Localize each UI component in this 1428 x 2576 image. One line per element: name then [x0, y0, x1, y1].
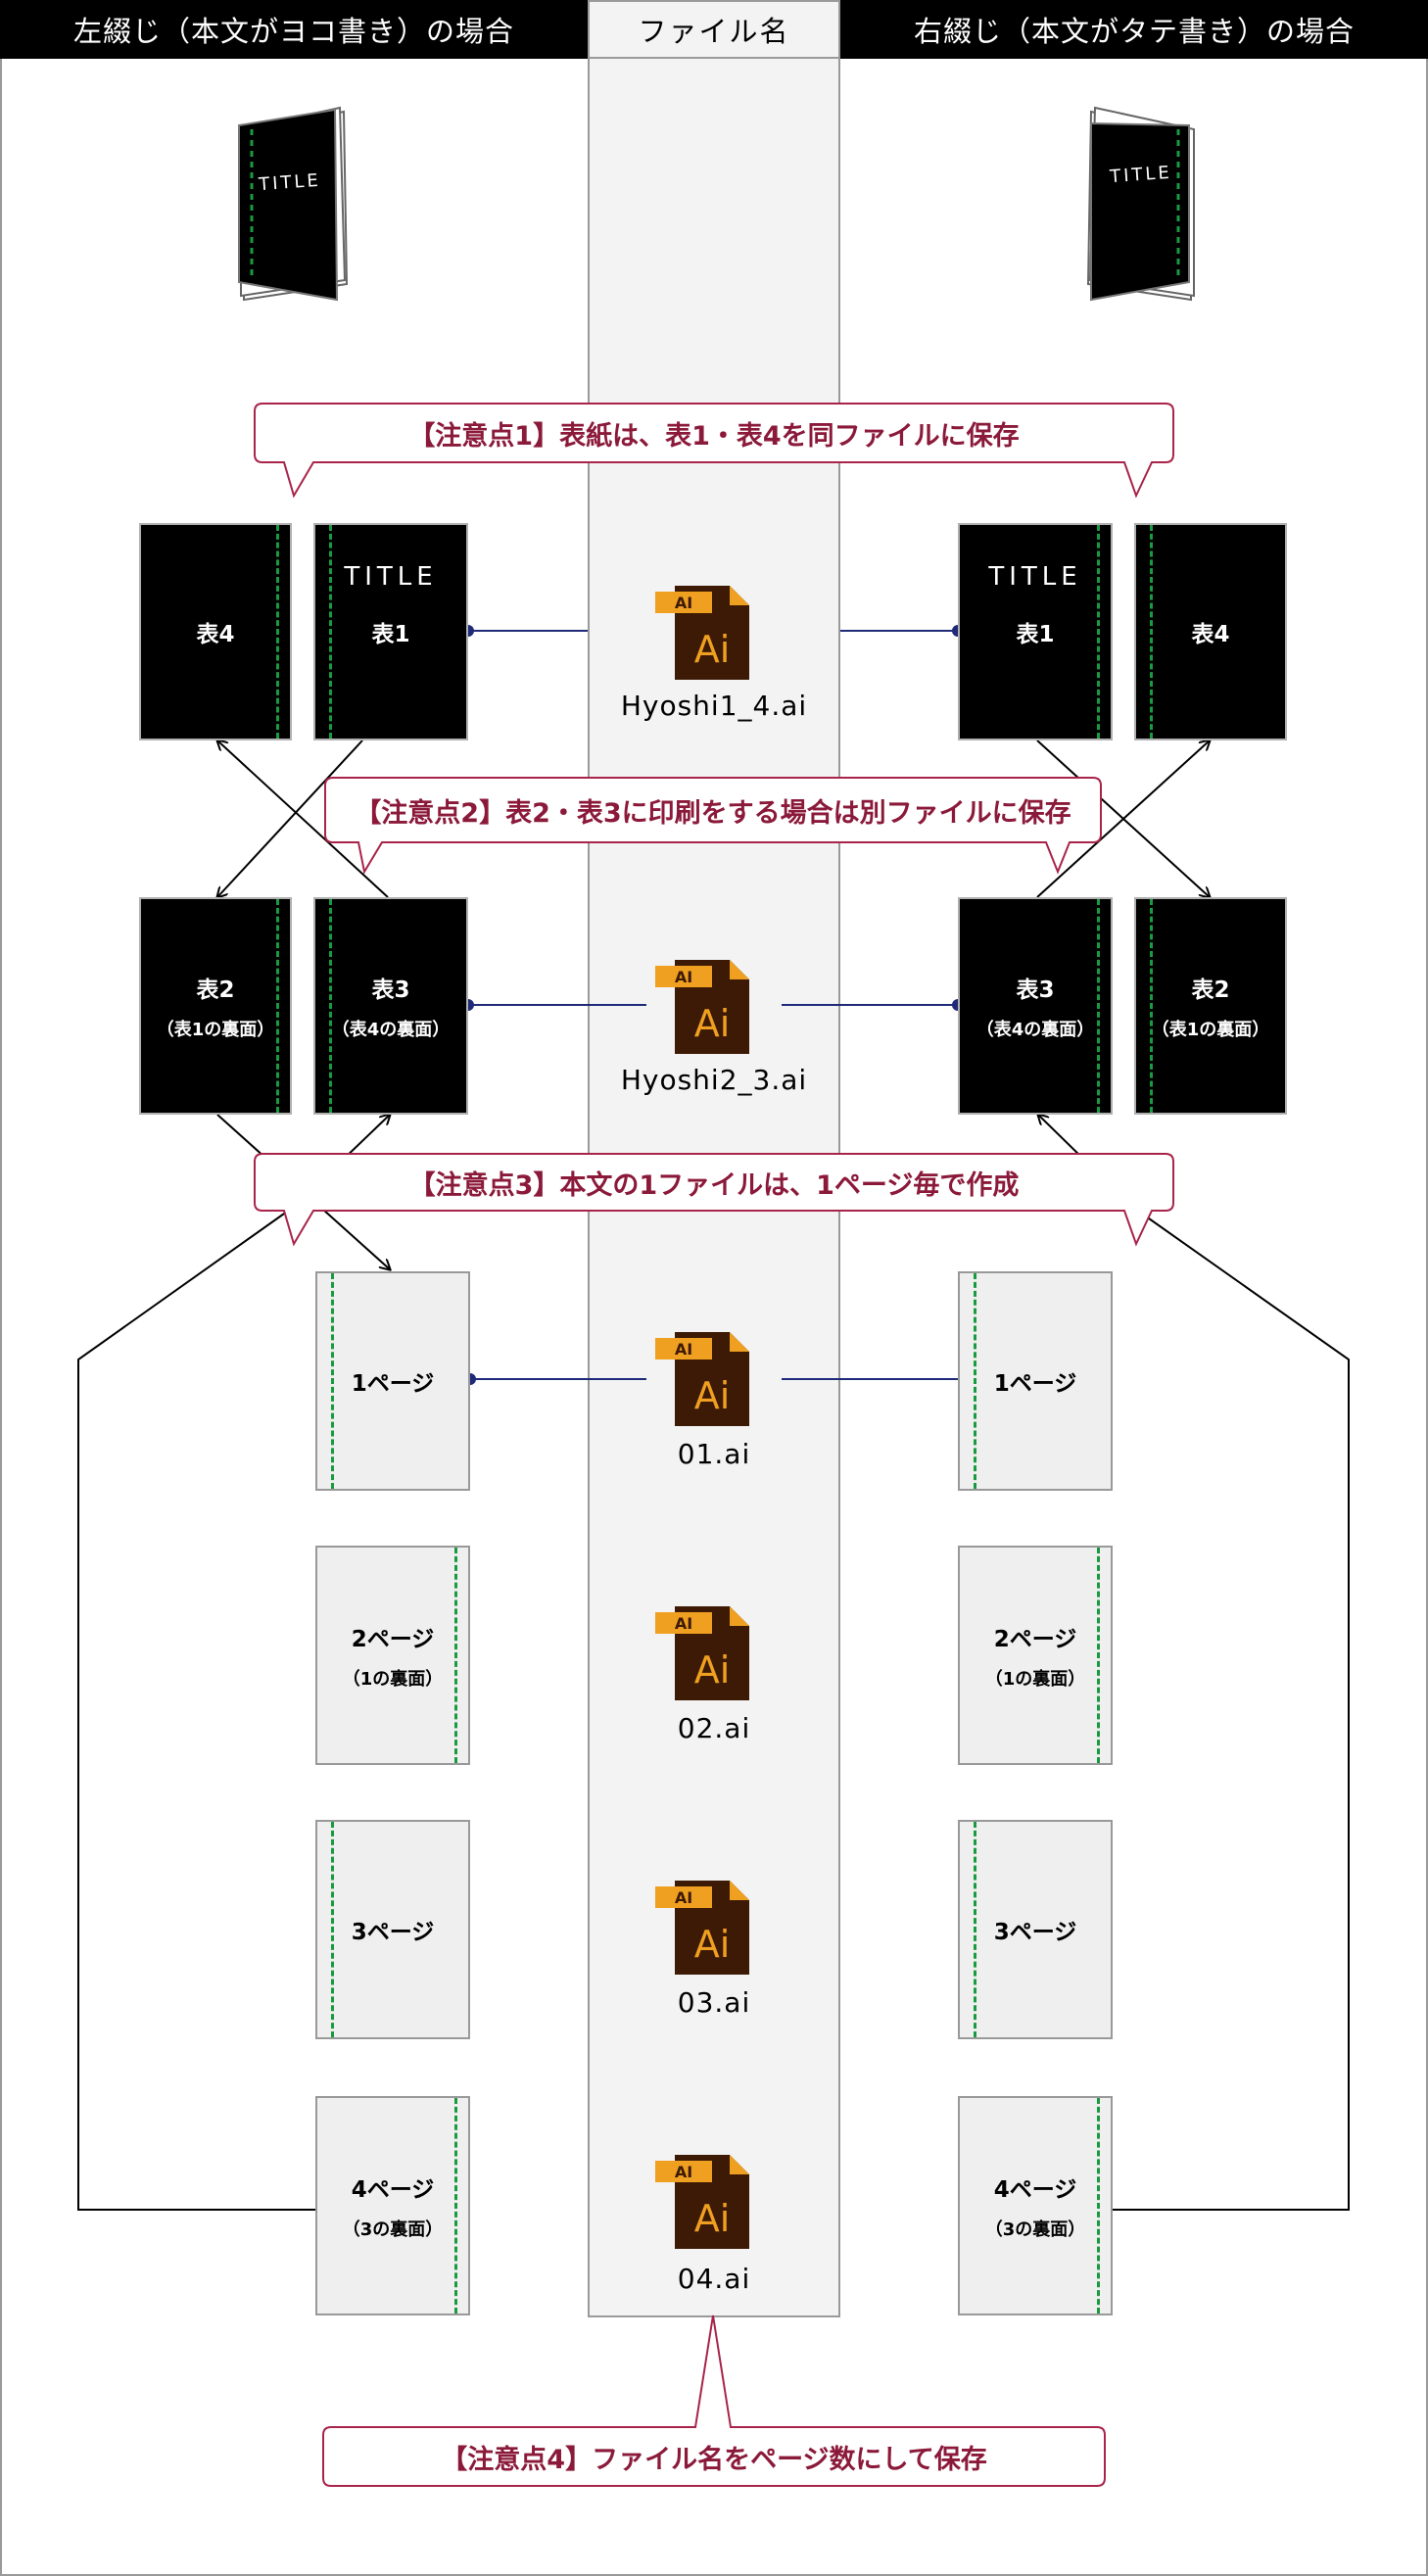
icon-letters: Ai: [694, 628, 731, 671]
note3-text: 【注意点3】本文の1ファイルは、1ページ毎で作成: [408, 1169, 1020, 1201]
cover-label: 表3: [1016, 978, 1055, 1003]
filename-header: ファイル名: [588, 0, 840, 59]
right-cover-h1: TITLE 表1: [958, 523, 1113, 740]
icon-badge: AI: [675, 594, 692, 612]
binding-line: [331, 1273, 334, 1489]
binding-line: [276, 899, 279, 1113]
page-label: 3ページ: [993, 1920, 1077, 1945]
binding-line: [1097, 899, 1100, 1113]
page-label: 1ページ: [351, 1371, 435, 1397]
note2-text: 【注意点2】表2・表3に印刷をする場合は別ファイルに保存: [355, 797, 1071, 829]
file-name-cover23: Hyoshi2_3.ai: [620, 1064, 808, 1096]
binding-line: [454, 1548, 457, 1763]
left-cover-h3: 表3 （表4の裏面）: [313, 897, 468, 1115]
note1-text: 【注意点1】表紙は、表1・表4を同ファイルに保存: [408, 420, 1020, 452]
cover-label: 表1: [371, 622, 410, 647]
file-name-cover14: Hyoshi1_4.ai: [620, 690, 808, 722]
right-page-4: 4ページ （3の裏面）: [958, 2096, 1113, 2315]
binding-line: [329, 899, 332, 1113]
icon-letters: Ai: [694, 1374, 731, 1417]
cover-label: 表2: [1191, 978, 1230, 1003]
cover-label: 表3: [371, 978, 410, 1003]
binding-line: [1097, 2098, 1100, 2314]
note4-text: 【注意点4】ファイル名をページ数にして保存: [441, 2444, 987, 2475]
binding-line: [974, 1273, 976, 1489]
binding-line: [331, 1822, 334, 2037]
icon-badge: AI: [675, 1888, 692, 1907]
page-label: 3ページ: [351, 1920, 435, 1945]
binding-line: [329, 525, 332, 739]
icon-badge: AI: [675, 2163, 692, 2181]
binding-line: [1150, 899, 1153, 1113]
cover-sublabel: （表1の裏面）: [1151, 1020, 1270, 1040]
page-label: 2ページ: [993, 1627, 1077, 1652]
cover-label: 表4: [1191, 622, 1230, 647]
page-sublabel: （3の裏面）: [342, 2219, 444, 2240]
left-page-1: 1ページ: [315, 1271, 470, 1491]
binding-line: [1097, 1548, 1100, 1763]
left-cover-h2: 表2 （表1の裏面）: [139, 897, 292, 1115]
left-page-4: 4ページ （3の裏面）: [315, 2096, 470, 2315]
page-sublabel: （1の裏面）: [342, 1669, 444, 1690]
right-cover-h3: 表3 （表4の裏面）: [958, 897, 1113, 1115]
left-binding-header: 左綴じ（本文がヨコ書き）の場合: [0, 0, 588, 59]
cover-label: 表4: [196, 622, 235, 647]
page-sublabel: （3の裏面）: [984, 2219, 1086, 2240]
cover-label: 表2: [196, 978, 235, 1003]
left-page-3: 3ページ: [315, 1820, 470, 2039]
icon-badge: AI: [675, 1614, 692, 1633]
icon-letters: Ai: [694, 1002, 731, 1045]
left-cover-h1: TITLE 表1: [313, 523, 468, 740]
left-page-2: 2ページ （1の裏面）: [315, 1546, 470, 1765]
binding-line: [1150, 525, 1153, 739]
binding-line: [276, 525, 279, 739]
right-page-3: 3ページ: [958, 1820, 1113, 2039]
right-cover-h2: 表2 （表1の裏面）: [1134, 897, 1287, 1115]
right-page-1: 1ページ: [958, 1271, 1113, 1491]
icon-letters: Ai: [694, 2197, 731, 2240]
cover-sublabel: （表4の裏面）: [331, 1020, 451, 1040]
binding-line: [454, 2098, 457, 2314]
file-name-p04: 04.ai: [677, 2263, 751, 2295]
page-label: 4ページ: [351, 2177, 435, 2203]
icon-badge: AI: [675, 1340, 692, 1359]
cover-title: TITLE: [344, 562, 438, 592]
cover-title: TITLE: [988, 562, 1082, 592]
page-sublabel: （1の裏面）: [984, 1669, 1086, 1690]
cover-label: 表1: [1016, 622, 1055, 647]
file-name-p03: 03.ai: [677, 1986, 751, 2019]
icon-letters: Ai: [694, 1648, 731, 1692]
file-name-p02: 02.ai: [677, 1712, 751, 1744]
right-binding-header: 右綴じ（本文がタテ書き）の場合: [840, 0, 1428, 59]
icon-badge: AI: [675, 968, 692, 986]
binding-line: [974, 1822, 976, 2037]
page-label: 2ページ: [351, 1627, 435, 1652]
left-cover-h4: 表4: [139, 523, 292, 740]
file-name-p01: 01.ai: [677, 1438, 751, 1470]
icon-letters: Ai: [694, 1923, 731, 1966]
binding-line: [1097, 525, 1100, 739]
cover-sublabel: （表1の裏面）: [156, 1020, 275, 1040]
page-label: 4ページ: [993, 2177, 1077, 2203]
right-cover-h4: 表4: [1134, 523, 1287, 740]
cover-sublabel: （表4の裏面）: [976, 1020, 1095, 1040]
right-page-2: 2ページ （1の裏面）: [958, 1546, 1113, 1765]
page-label: 1ページ: [993, 1371, 1077, 1397]
